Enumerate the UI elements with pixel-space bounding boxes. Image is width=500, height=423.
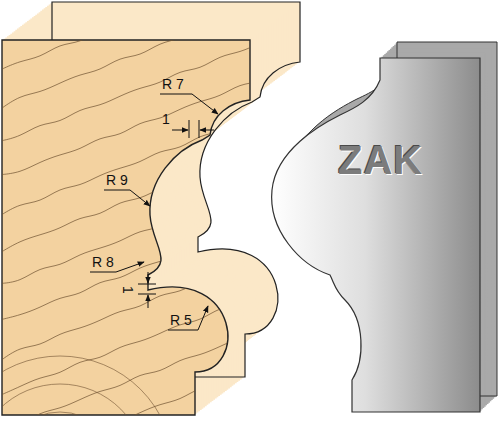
grain-line xyxy=(0,34,280,141)
leader-line xyxy=(160,94,218,114)
grain-line xyxy=(0,177,280,284)
wood-front-face xyxy=(2,40,250,415)
wood-grain xyxy=(0,0,280,423)
grain-line xyxy=(0,289,280,396)
end-grain-ring xyxy=(2,412,118,423)
dimension-arrow xyxy=(200,130,214,131)
dimension-arrow xyxy=(172,130,188,131)
extension-line xyxy=(138,284,156,285)
grain-line xyxy=(0,110,280,216)
radius-label: R 8 xyxy=(92,255,114,269)
knife-front-face xyxy=(272,58,480,412)
extension-line xyxy=(199,120,200,138)
grain-line xyxy=(0,0,280,70)
wood-sweep xyxy=(2,2,300,415)
extension-line xyxy=(189,120,190,138)
dimension-arrow xyxy=(148,295,149,308)
brand-mark: ZAK xyxy=(338,140,423,180)
grain-line xyxy=(0,69,280,175)
radius-label: R 5 xyxy=(170,313,192,327)
knife-side-surface xyxy=(272,58,480,412)
grain-line xyxy=(0,255,280,361)
end-grain-ring xyxy=(0,384,146,423)
grain-line xyxy=(0,214,280,320)
extension-line xyxy=(138,294,156,295)
grain-line xyxy=(0,3,280,109)
radius-label: R 7 xyxy=(162,77,184,91)
end-grain-ring xyxy=(0,356,174,423)
dimensions xyxy=(90,94,218,330)
leader-line xyxy=(104,190,150,206)
grain-line xyxy=(0,360,280,423)
leader-line xyxy=(168,306,208,330)
radius-label: R 9 xyxy=(106,173,128,187)
dimension-arrow xyxy=(148,272,149,283)
knife-sweep xyxy=(272,42,497,412)
dimension-label: 1 xyxy=(162,112,170,126)
grain-line xyxy=(0,320,280,423)
dimension-label: 1 xyxy=(121,286,135,294)
wood-side-surface xyxy=(2,40,250,415)
grain-line xyxy=(0,146,280,253)
